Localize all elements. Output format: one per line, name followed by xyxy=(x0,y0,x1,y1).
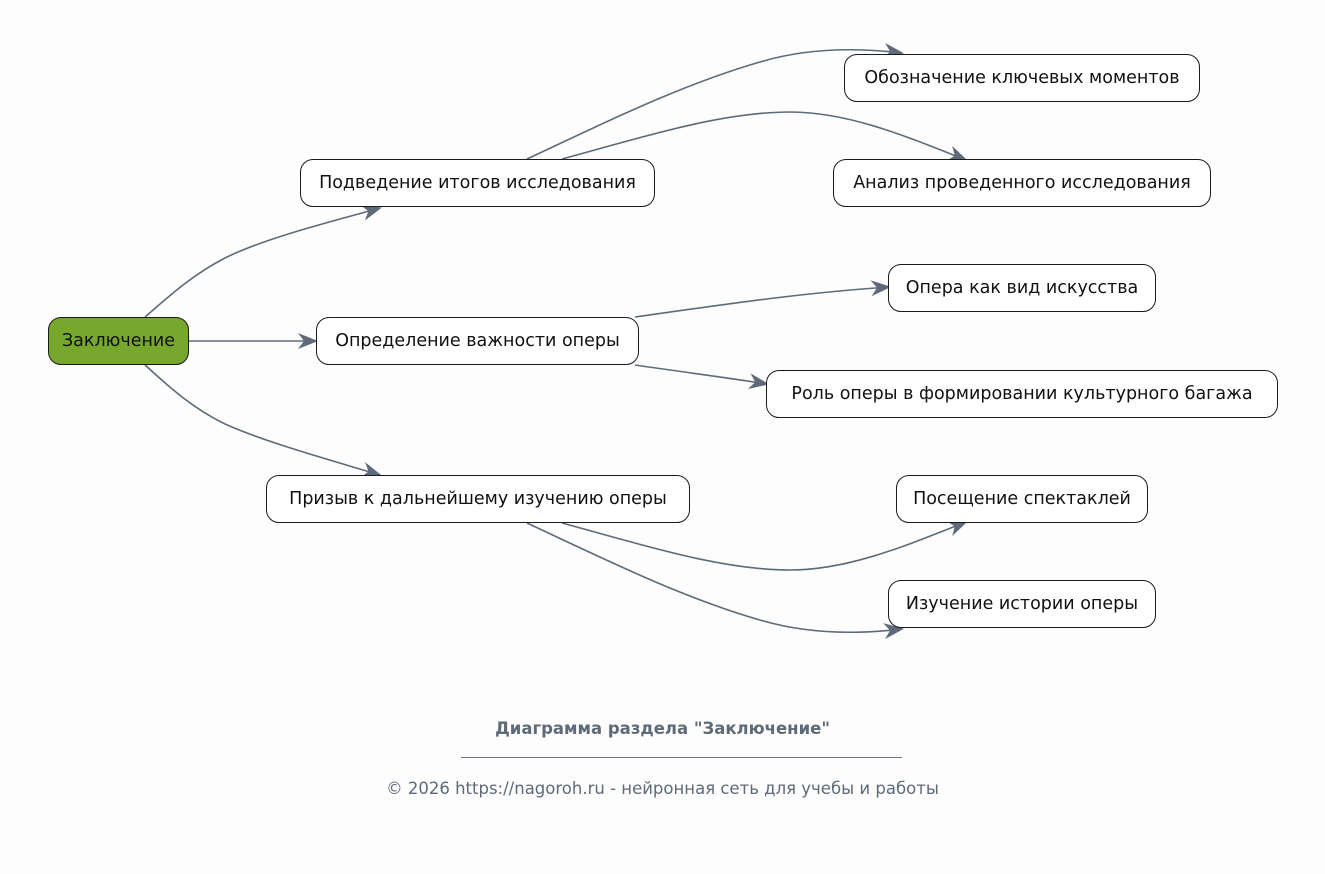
node-call-label: Призыв к дальнейшему изучению оперы xyxy=(289,489,667,509)
node-key-points-label: Обозначение ключевых моментов xyxy=(864,68,1180,88)
edge-importance-to-role xyxy=(634,364,769,390)
node-opera-history: Изучение истории оперы xyxy=(888,580,1156,628)
node-key-points: Обозначение ключевых моментов xyxy=(844,54,1200,102)
node-summary: Подведение итогов исследования xyxy=(300,159,655,207)
node-cultural-role-label: Роль оперы в формировании культурного ба… xyxy=(791,384,1253,404)
node-performances-label: Посещение спектаклей xyxy=(913,489,1131,509)
node-cultural-role: Роль оперы в формировании культурного ба… xyxy=(766,370,1278,418)
node-opera-history-label: Изучение истории оперы xyxy=(905,594,1139,614)
diagram-caption-title: Диаграмма раздела "Заключение" xyxy=(495,719,830,738)
node-summary-label: Подведение итогов исследования xyxy=(319,173,636,193)
node-importance-label: Определение важности оперы xyxy=(335,331,620,351)
edge-summary-to-key-points xyxy=(526,42,904,160)
node-art-form-label: Опера как вид искусства xyxy=(905,278,1139,298)
root-node: Заключение xyxy=(48,317,189,365)
caption-divider xyxy=(461,757,902,758)
footer-copyright: © 2026 https://nagoroh.ru - нейронная се… xyxy=(386,779,939,798)
node-importance: Определение важности оперы xyxy=(316,317,639,365)
node-performances: Посещение спектаклей xyxy=(896,475,1148,523)
node-analysis: Анализ проведенного исследования xyxy=(833,159,1211,207)
edge-call-to-history xyxy=(526,522,904,640)
edge-importance-to-art xyxy=(634,280,891,318)
edge-call-to-performances xyxy=(561,521,968,571)
edge-summary-to-analysis xyxy=(561,111,968,161)
node-call: Призыв к дальнейшему изучению оперы xyxy=(266,475,690,523)
edge-root-to-call xyxy=(144,364,382,478)
edge-root-to-summary xyxy=(144,205,382,318)
node-art-form: Опера как вид искусства xyxy=(888,264,1156,312)
node-analysis-label: Анализ проведенного исследования xyxy=(853,173,1191,193)
root-node-label: Заключение xyxy=(61,331,176,351)
